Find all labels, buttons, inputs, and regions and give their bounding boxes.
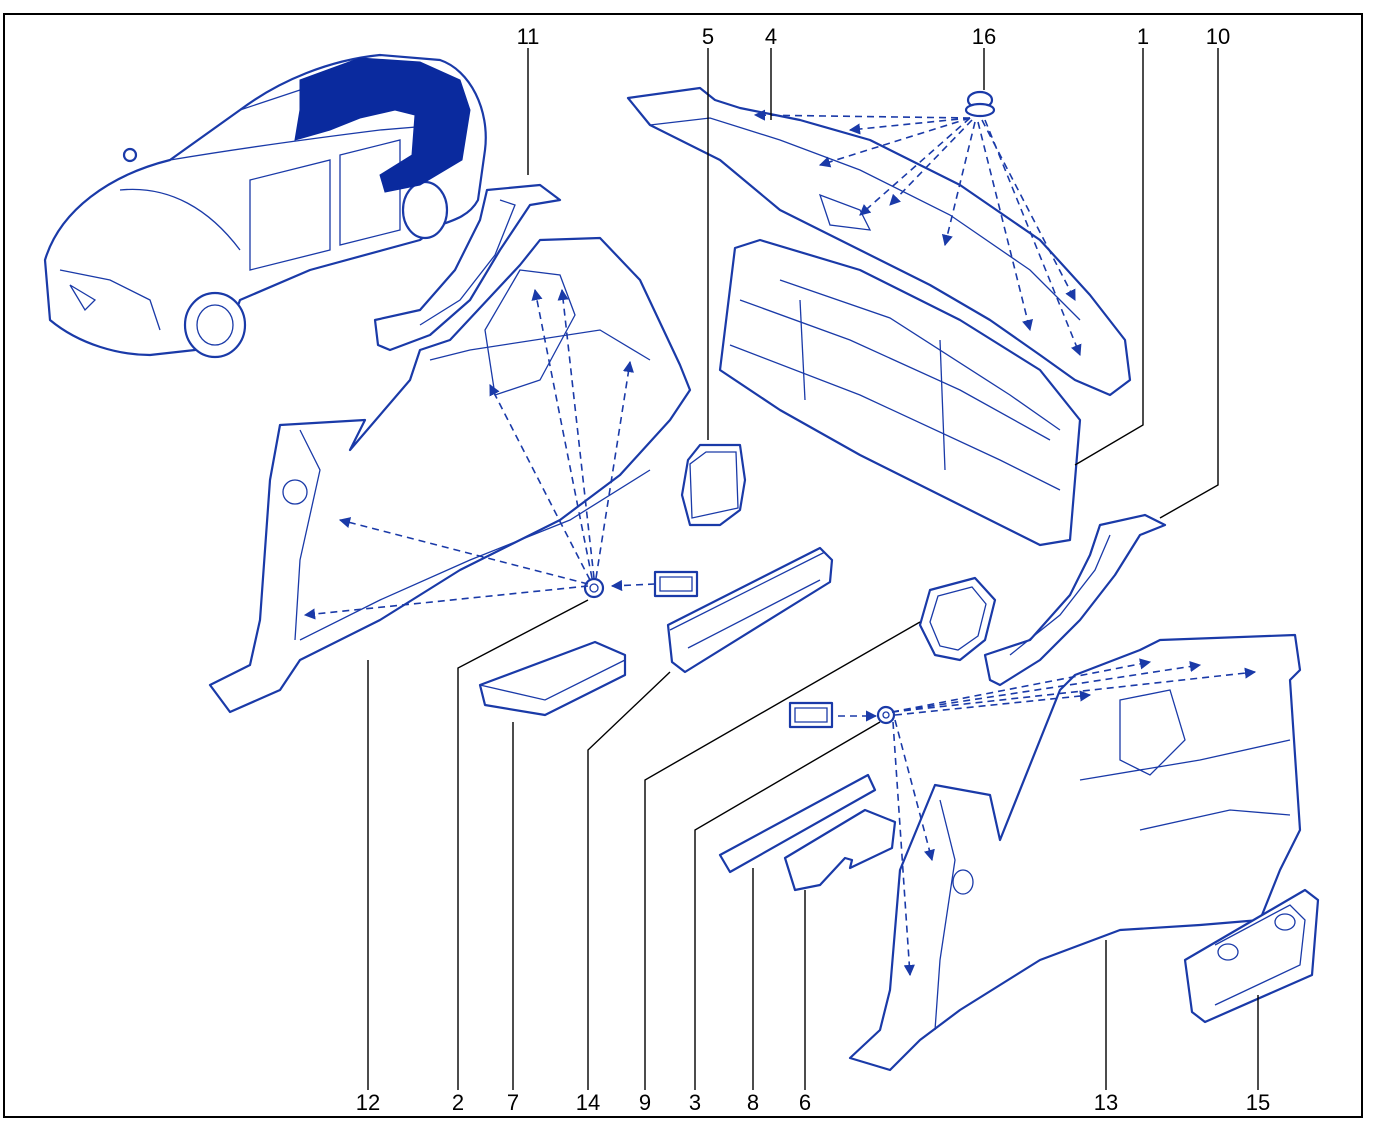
callout-1: 1	[1137, 24, 1149, 49]
part-16-clip	[964, 90, 996, 118]
callout-9: 9	[639, 1090, 651, 1115]
left-foam-pad-symbol	[653, 570, 699, 598]
callout-10: 10	[1206, 24, 1230, 49]
part-7-foam-block	[478, 640, 627, 717]
callout-11: 11	[517, 24, 540, 49]
callout-2: 2	[452, 1090, 464, 1115]
part-1-tailgate-sill-panel	[718, 238, 1082, 547]
callout-4: 4	[765, 24, 777, 49]
part-15-tray-cover	[1183, 888, 1320, 1024]
part-11-left-upper-trim	[373, 183, 562, 352]
callout-16: 16	[972, 24, 996, 49]
part-6-foam-block	[783, 808, 897, 892]
callout-14: 14	[576, 1090, 600, 1115]
callout-13: 13	[1094, 1090, 1118, 1115]
vehicle-illustration	[43, 53, 487, 359]
part-2-clip-left	[583, 577, 605, 599]
right-clip-arrows	[838, 658, 1257, 977]
part-8-foam-strip	[718, 773, 877, 874]
right-foam-pad-symbol	[788, 701, 834, 729]
callout-7: 7	[507, 1090, 519, 1115]
callout-6: 6	[799, 1090, 811, 1115]
part-3-clip-right	[876, 705, 896, 725]
callout-12: 12	[356, 1090, 380, 1115]
callout-15: 15	[1246, 1090, 1270, 1115]
clip-16-arrows	[753, 109, 1082, 357]
callout-5: 5	[702, 24, 714, 49]
part-9-ring-cover	[918, 576, 997, 662]
callout-8: 8	[747, 1090, 759, 1115]
highlighted-trim-area	[294, 57, 471, 193]
callout-numbers: 11 5 4 16 1 10 12 2 7 14 9 3 8 6 13 15	[356, 24, 1270, 1115]
callout-3: 3	[689, 1090, 701, 1115]
part-5-oval-cover	[680, 443, 747, 527]
left-clip-arrows	[303, 288, 656, 620]
part-14-sill-strip	[666, 546, 834, 674]
part-10-right-upper-trim	[983, 513, 1167, 687]
leader-lines	[367, 48, 1259, 1090]
